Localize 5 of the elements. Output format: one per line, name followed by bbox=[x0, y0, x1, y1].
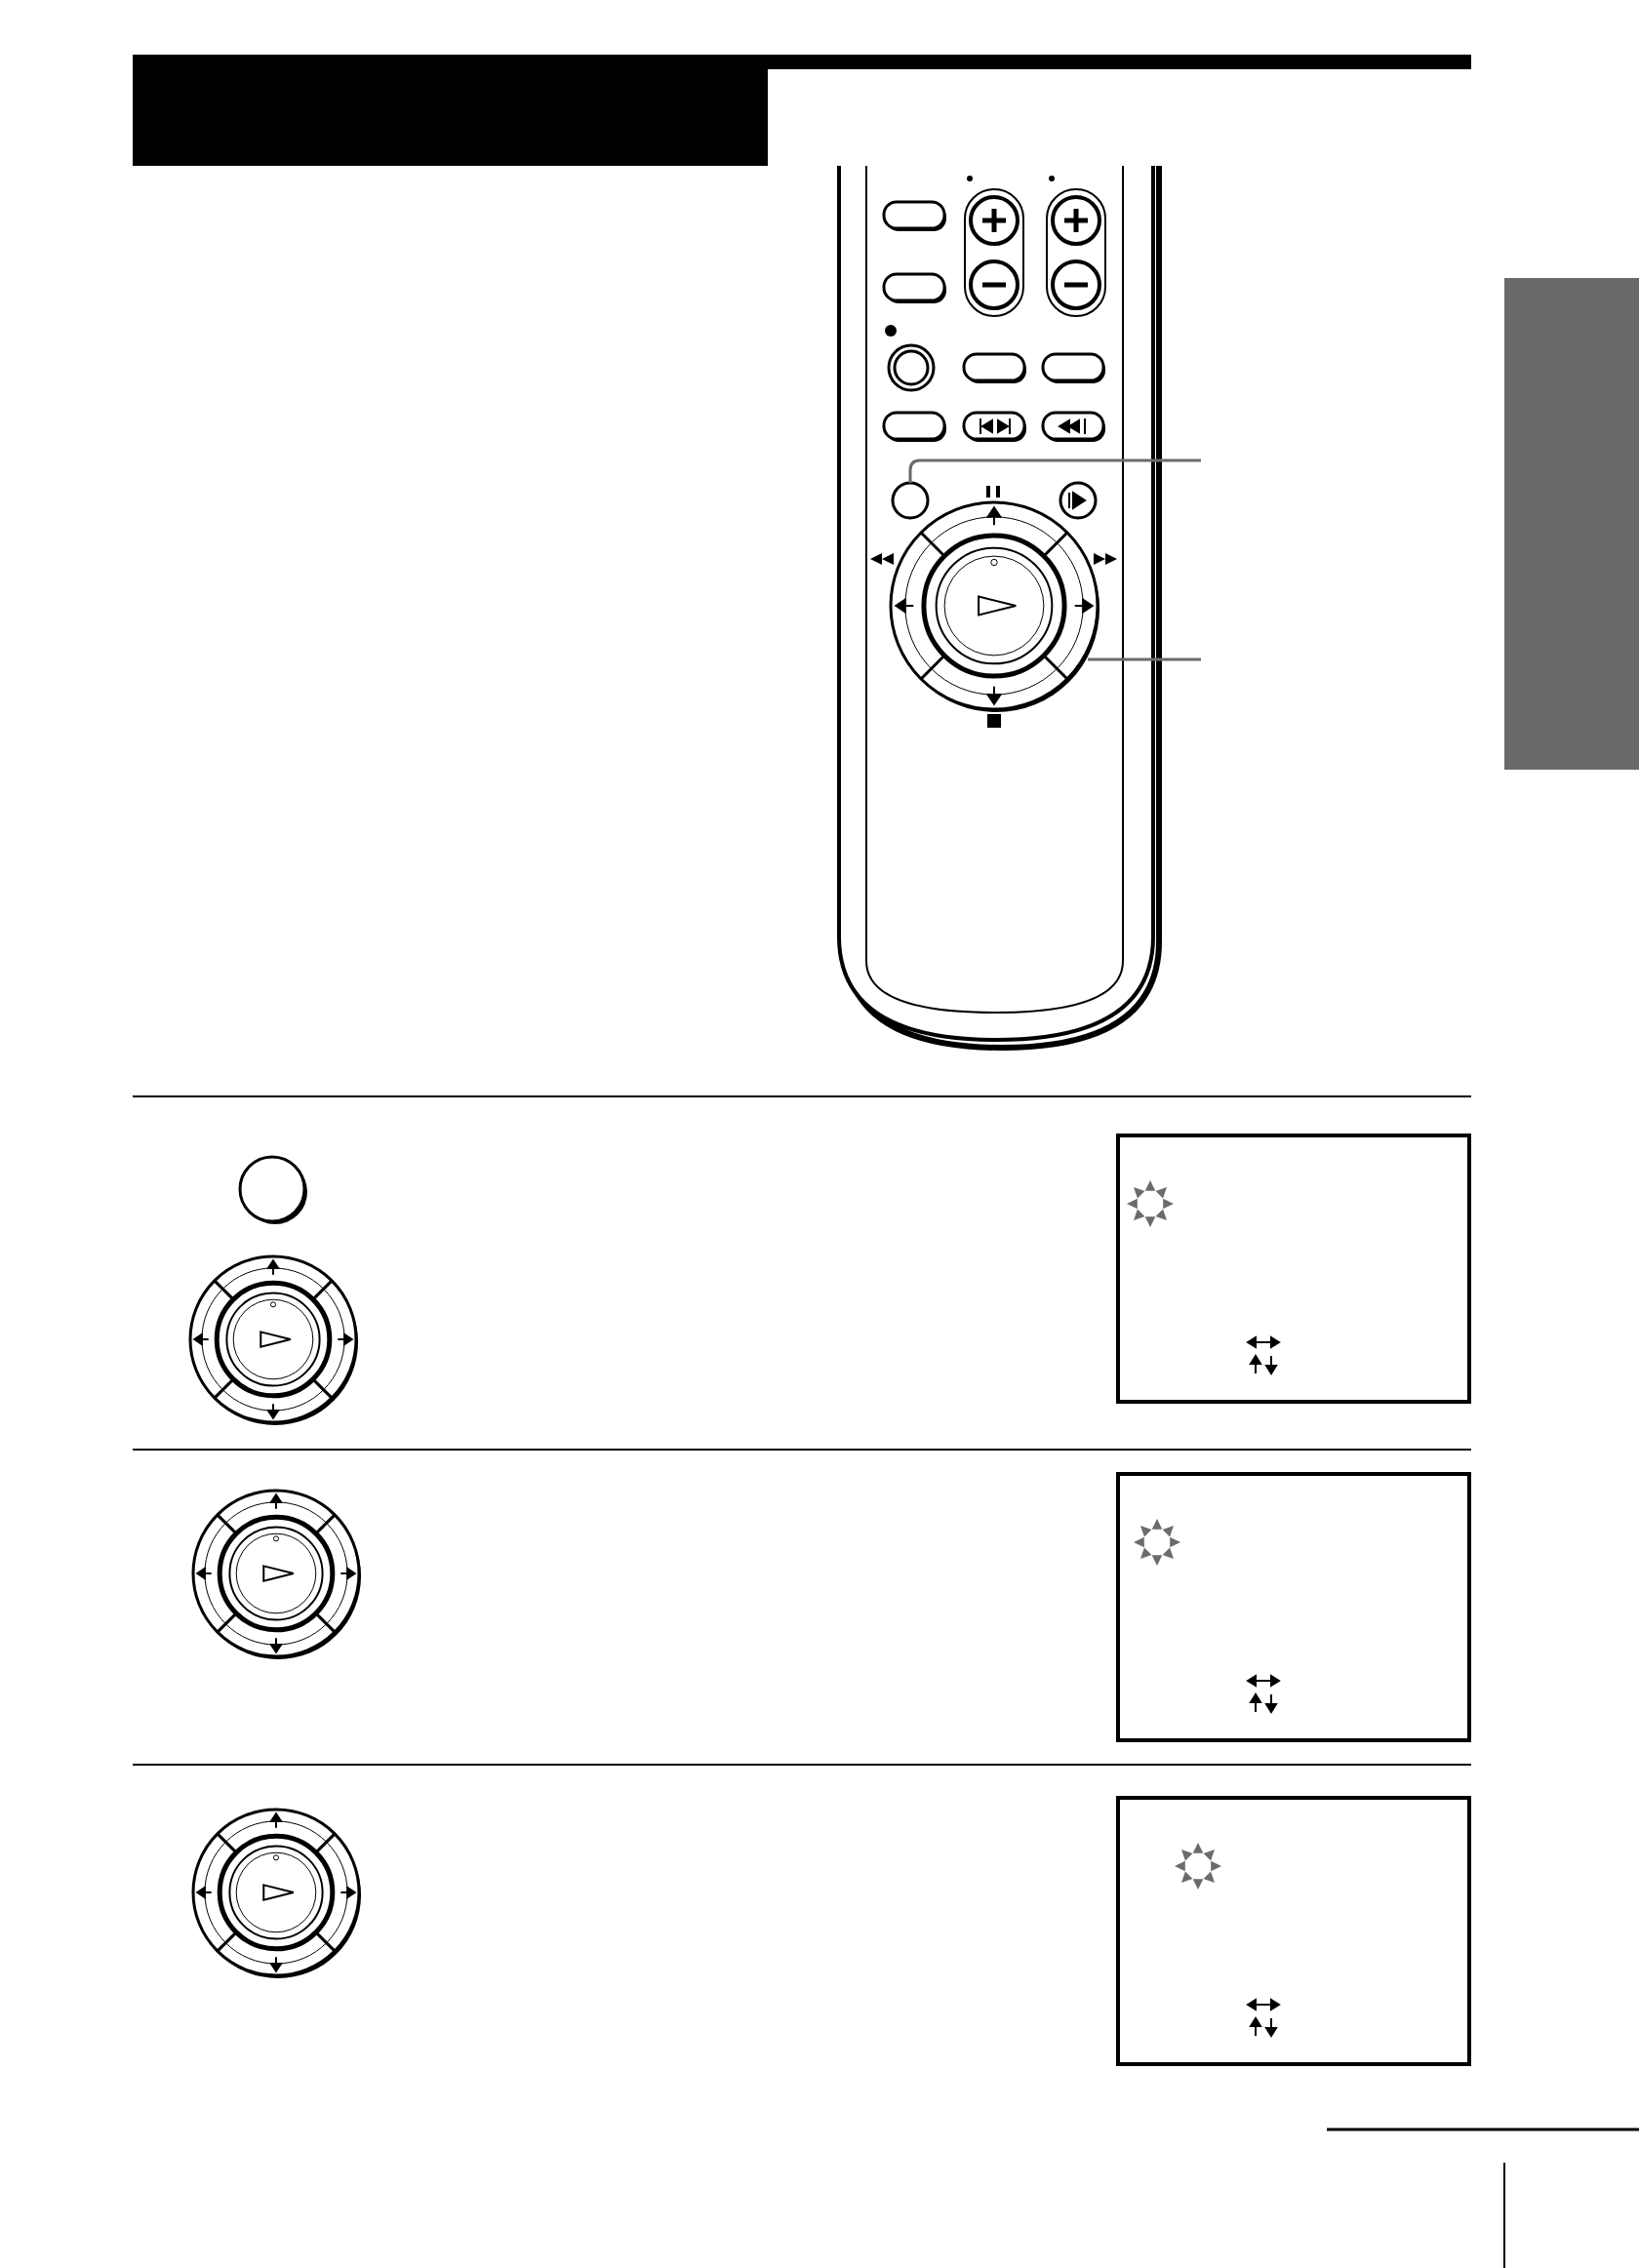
leader-line bbox=[908, 458, 1201, 483]
leader-line bbox=[1088, 657, 1201, 661]
round-button bbox=[891, 481, 930, 520]
control-dial bbox=[889, 500, 1099, 712]
side-tab bbox=[1504, 278, 1639, 770]
